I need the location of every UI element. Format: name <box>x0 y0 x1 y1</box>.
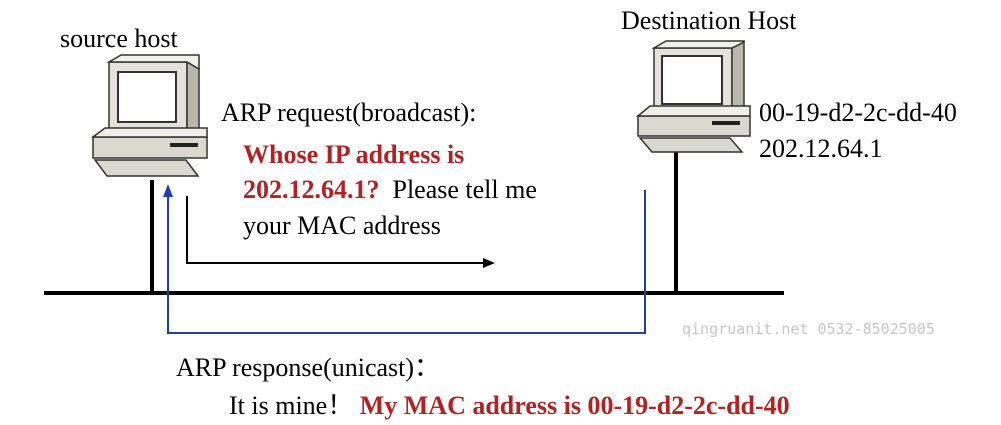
arp-response-answer: My MAC address is 00-19-d2-2c-dd-40 <box>359 391 790 420</box>
request-arrow <box>186 196 495 268</box>
destination-computer-icon <box>635 40 751 153</box>
arp-request-title: ARP request(broadcast): <box>221 98 477 127</box>
arp-response-line: It is mine！ My MAC address is 00-19-d2-2… <box>229 393 790 419</box>
response-arrow <box>163 184 646 334</box>
destination-host-label: Destination Host <box>621 6 797 35</box>
arp-request-line1: Whose IP address is <box>243 140 465 169</box>
source-computer-icon <box>90 54 208 177</box>
destination-mac-label: 00-19-d2-2c-dd-40 <box>759 98 957 127</box>
arp-response-title: ARP response(unicast)： <box>176 353 441 382</box>
arp-request-ip: 202.12.64.1? <box>243 175 380 204</box>
source-host-label: source host <box>60 24 178 53</box>
watermark: qingruanit.net 0532-85025005 <box>682 320 935 338</box>
destination-ip-label: 202.12.64.1 <box>759 134 883 163</box>
arp-request-line3: your MAC address <box>243 211 441 240</box>
arp-response-lead: It is mine！ <box>229 391 354 420</box>
arp-request-line2: 202.12.64.1? Please tell me <box>243 177 537 203</box>
arp-request-line2-rest: Please tell me <box>392 175 537 204</box>
